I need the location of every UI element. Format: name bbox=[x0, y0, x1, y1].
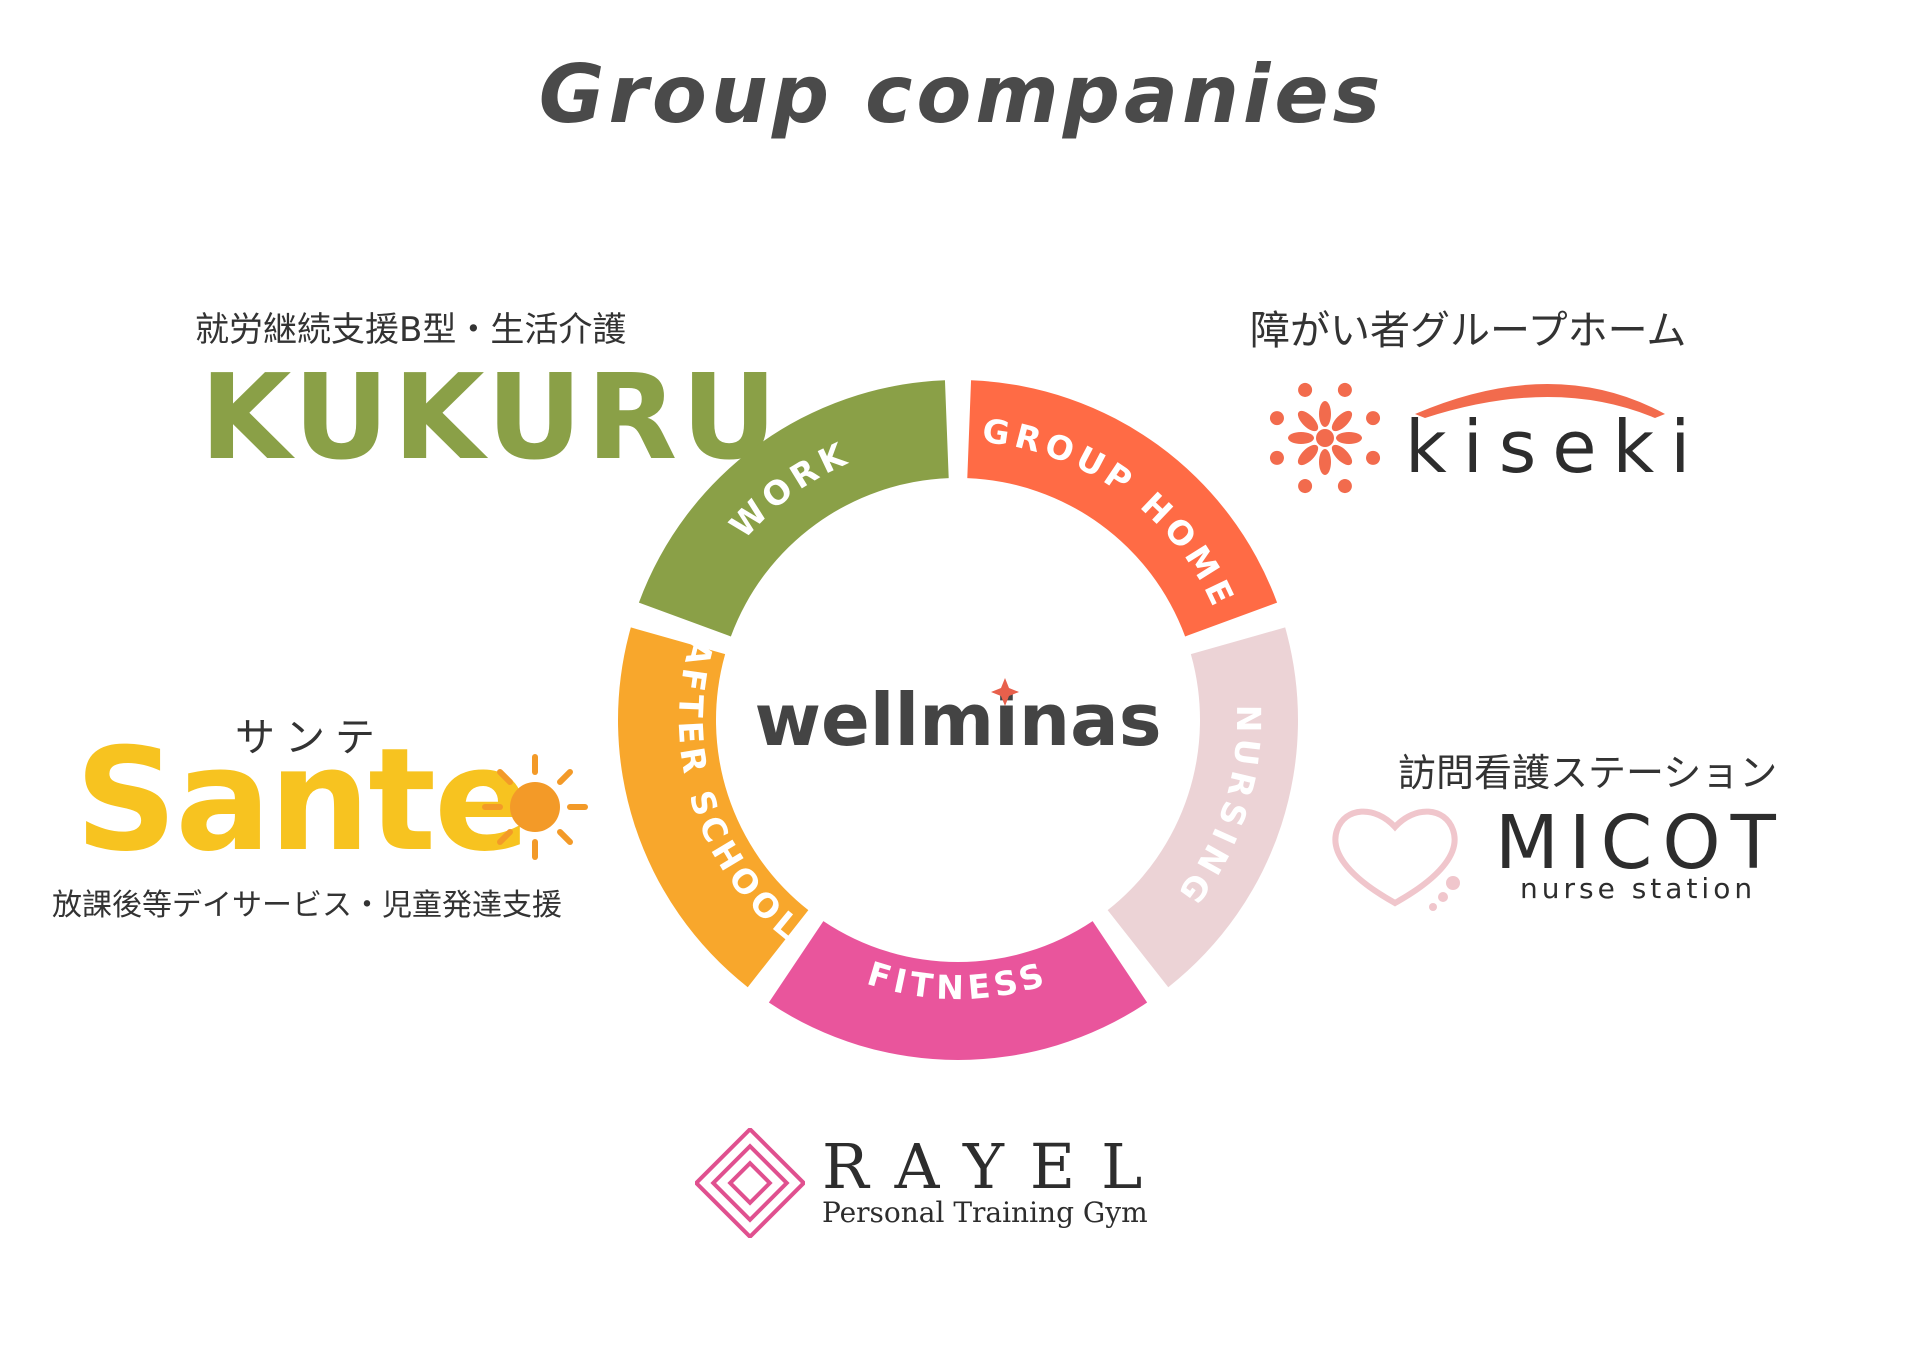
kiseki-emblem bbox=[1269, 382, 1665, 494]
kiseki-flower-icon bbox=[1269, 382, 1381, 494]
flower-dot bbox=[1366, 450, 1381, 465]
micot-subtitle: 訪問看護ステーション bbox=[1398, 751, 1778, 795]
ring-segment-group-home[interactable] bbox=[967, 380, 1278, 637]
flower-dot bbox=[1337, 382, 1352, 397]
flower-dot bbox=[1337, 479, 1352, 494]
flower-dot bbox=[1298, 479, 1313, 494]
rayel-logo[interactable]: RAYEL bbox=[822, 1130, 1169, 1203]
sun-icon bbox=[482, 754, 588, 860]
flower-dot bbox=[1298, 382, 1313, 397]
sante-subtitle: 放課後等デイサービス・児童発達支援 bbox=[52, 888, 562, 923]
center-brand: wellminas bbox=[754, 678, 1161, 762]
rayel-tagline: Personal Training Gym bbox=[822, 1196, 1148, 1229]
kiseki-kana: キセキ bbox=[1488, 362, 1579, 387]
flower-dot bbox=[1366, 411, 1381, 426]
flower-petal bbox=[1319, 449, 1331, 475]
micot-tagline: nurse station bbox=[1520, 872, 1757, 905]
micot-logo[interactable]: MICOT bbox=[1495, 800, 1786, 886]
ring-segment-fitness[interactable] bbox=[768, 921, 1148, 1060]
sparkle-icon bbox=[991, 678, 1019, 706]
flower-petal bbox=[1331, 444, 1353, 466]
heart-icon bbox=[1332, 808, 1460, 911]
kiseki-logo[interactable]: kiseki bbox=[1405, 405, 1707, 489]
sante-logo[interactable]: Sante bbox=[75, 718, 530, 883]
kiseki-subtitle: 障がい者グループホーム bbox=[1250, 308, 1687, 354]
flower-petal bbox=[1331, 410, 1353, 432]
page-title: Group companies bbox=[538, 48, 1385, 141]
flower-petal bbox=[1288, 432, 1314, 444]
flower-dot bbox=[1269, 411, 1284, 426]
ring-segment-work[interactable] bbox=[638, 380, 949, 637]
flower-petal bbox=[1336, 432, 1362, 444]
rayel-emblem-icon bbox=[695, 1128, 805, 1238]
flower-petal bbox=[1297, 410, 1319, 432]
sante-kana: サンテ bbox=[235, 715, 385, 761]
flower-petal bbox=[1319, 401, 1331, 427]
kukuru-logo[interactable]: KUKURU bbox=[200, 348, 782, 486]
flower-petal bbox=[1297, 444, 1319, 466]
kukuru-subtitle: 就労継続支援B型・生活介護 bbox=[195, 310, 627, 350]
flower-dot bbox=[1269, 450, 1284, 465]
ring-segment-nursing[interactable] bbox=[1107, 627, 1299, 988]
ring-segment-after-school[interactable] bbox=[618, 627, 809, 988]
kiseki-arc bbox=[1415, 384, 1665, 418]
